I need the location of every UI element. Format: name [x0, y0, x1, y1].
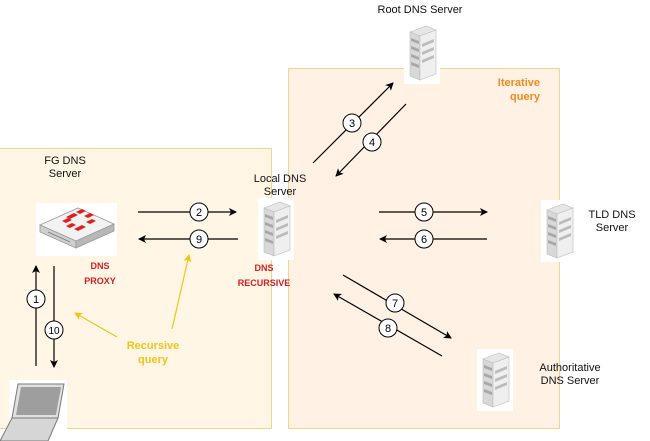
step-badge-number: 4	[369, 137, 375, 149]
step-badge-number: 1	[33, 294, 39, 306]
dns-recursive-label: DNS RECURSIVE	[232, 261, 296, 291]
step-badge-circle	[414, 229, 434, 249]
step-badge-circle	[378, 318, 398, 338]
root-dns-label: Root DNS Server	[360, 4, 480, 17]
step-badge-8: 8	[378, 318, 398, 338]
dns-proxy-line2: PROXY	[84, 276, 116, 286]
step-badge-circle	[362, 132, 382, 152]
dns-recursive-line2: RECURSIVE	[237, 278, 291, 288]
recursive-pointer-up	[171, 254, 192, 330]
step-badge-circle	[342, 113, 362, 133]
step-badge-number: 5	[421, 207, 427, 219]
iterative-query-line1: Iterative	[497, 77, 540, 89]
iterative-query-line2: query	[510, 91, 540, 103]
step-badge-2: 2	[189, 202, 209, 222]
step-badge-1: 1	[26, 289, 46, 309]
iterative-query-label: Iterative query	[480, 76, 540, 104]
fg-dns-label-line2: Server	[48, 168, 82, 180]
dns-proxy-line1: DNS	[90, 261, 110, 271]
local-dns-label-line1: Local DNS	[253, 173, 307, 185]
step-badge-3: 3	[342, 113, 362, 133]
authoritative-dns-server-icon	[477, 349, 513, 411]
root-dns-server-icon	[404, 22, 440, 84]
step-badge-10: 10	[44, 320, 64, 340]
step-badge-circle	[414, 202, 434, 222]
authoritative-dns-label-line1: Authoritative	[539, 362, 601, 374]
step-badge-number: 6	[421, 234, 427, 246]
step-badge-9: 9	[189, 229, 209, 249]
recursive-query-label: Recursive query	[118, 339, 188, 367]
authoritative-dns-label: Authoritative DNS Server	[528, 362, 612, 388]
step-badge-4: 4	[362, 132, 382, 152]
root-dns-label-text: Root DNS Server	[377, 4, 463, 16]
recursive-query-line2: query	[138, 354, 168, 366]
step-badge-7: 7	[385, 293, 405, 313]
recursive-query-line1: Recursive	[126, 340, 180, 352]
step-badge-number: 10	[48, 326, 60, 337]
step-badge-circle	[189, 202, 209, 222]
step-badge-circle	[189, 229, 209, 249]
tld-dns-label-line2: Server	[595, 222, 629, 234]
step-badge-circle	[44, 320, 64, 340]
step-badge-number: 2	[196, 207, 202, 219]
dns-proxy-label: DNS PROXY	[80, 259, 120, 289]
local-dns-server-icon	[258, 197, 294, 261]
fortinet-logo-icon	[62, 209, 96, 231]
step-badge-5: 5	[414, 202, 434, 222]
step-badge-circle	[385, 293, 405, 313]
dns-recursive-line1: DNS	[254, 263, 274, 273]
step-badge-number: 8	[385, 323, 391, 335]
tld-dns-server-icon	[541, 200, 577, 262]
step-badge-circle	[26, 289, 46, 309]
step-badge-number: 7	[392, 298, 398, 310]
step-badge-6: 6	[414, 229, 434, 249]
local-dns-label-line2: Server	[263, 186, 297, 198]
recursive-pointer-left	[74, 312, 118, 338]
tld-dns-label-line1: TLD DNS	[588, 209, 636, 221]
client-laptop-icon	[0, 380, 67, 441]
step-badge-number: 9	[196, 234, 202, 246]
fg-dns-label-line1: FG DNS	[44, 155, 86, 167]
fg-dns-label: FG DNS Server	[30, 155, 100, 181]
step-badge-number: 3	[349, 118, 355, 130]
local-dns-label: Local DNS Server	[245, 173, 315, 199]
fortigate-appliance-icon	[36, 203, 117, 256]
tld-dns-label: TLD DNS Server	[582, 209, 642, 235]
authoritative-dns-label-line2: DNS Server	[540, 375, 600, 387]
